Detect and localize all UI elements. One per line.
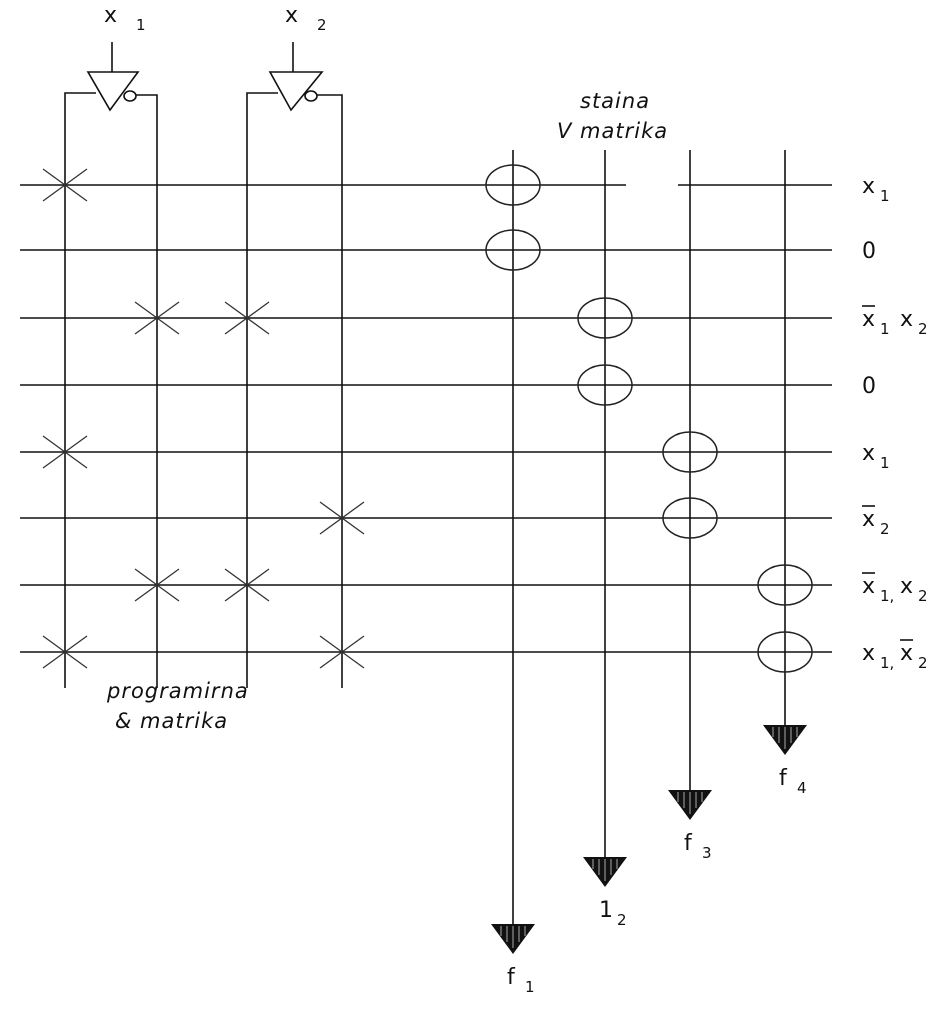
- and-matrix-label-line1: programirna: [106, 679, 249, 703]
- term-label: x: [862, 574, 875, 599]
- and-connection-cross-icon: [42, 168, 88, 202]
- and-connection-cross-icon: [42, 435, 88, 469]
- or-matrix-label-line2: V matrika: [557, 119, 668, 143]
- output-subscript: 4: [797, 779, 807, 797]
- term-subscript: 1,: [880, 587, 894, 605]
- or-connection-circle-icon: [757, 631, 813, 673]
- output-label: 1: [599, 898, 613, 923]
- term-label: x: [862, 174, 875, 199]
- output-label: f: [684, 831, 693, 856]
- input-label: x: [104, 3, 117, 28]
- input-subscript: 1: [136, 16, 146, 34]
- and-connection-cross-icon: [134, 301, 180, 335]
- output-label: f: [507, 965, 516, 990]
- true-literal-wire: [246, 92, 278, 688]
- labels: staina V matrika programirna & matrika x…: [104, 3, 928, 996]
- output-label: f: [779, 766, 788, 791]
- term-label: x: [862, 641, 875, 666]
- term-subscript: 2: [918, 320, 928, 338]
- true-literal-wire: [64, 92, 96, 688]
- or-matrix-label-line1: staina: [580, 89, 650, 113]
- term-label: 0: [862, 374, 876, 399]
- complement-literal-wire: [136, 94, 158, 688]
- wires: [20, 42, 832, 954]
- or-connection-circle-icon: [662, 497, 718, 539]
- input-label: x: [285, 3, 298, 28]
- output-subscript: 1: [525, 978, 535, 996]
- inverter-buffer-icon: [268, 71, 324, 112]
- and-connection-cross-icon: [224, 568, 270, 602]
- input-subscript: 2: [317, 16, 327, 34]
- or-connection-circle-icon: [757, 564, 813, 606]
- inverter-bubble-icon: [304, 90, 318, 102]
- inverter-buffer-icon: [86, 71, 140, 112]
- inverter-bubble-icon: [123, 90, 137, 102]
- and-connection-cross-icon: [42, 635, 88, 669]
- term-label: x: [900, 574, 913, 599]
- term-label: x: [862, 307, 875, 332]
- or-connection-circle-icon: [485, 229, 541, 271]
- complement-literal-wire: [317, 94, 343, 688]
- term-label: x: [862, 507, 875, 532]
- output-subscript: 3: [702, 844, 712, 862]
- or-connection-circle-icon: [485, 164, 541, 206]
- term-subscript: 2: [918, 587, 928, 605]
- and-connection-cross-icon: [319, 635, 365, 669]
- term-subscript: 1: [880, 454, 890, 472]
- output-subscript: 2: [617, 911, 627, 929]
- or-connection-circle-icon: [577, 297, 633, 339]
- and-matrix-label-line2: & matrika: [115, 709, 228, 733]
- or-connection-circle-icon: [577, 364, 633, 406]
- term-subscript: 1: [880, 320, 890, 338]
- and-connection-cross-icon: [134, 568, 180, 602]
- connection-marks: [42, 164, 813, 673]
- term-subscript: 2: [880, 520, 890, 538]
- term-label: x: [862, 441, 875, 466]
- and-connection-cross-icon: [224, 301, 270, 335]
- term-label: x: [900, 307, 913, 332]
- term-label: x: [900, 641, 913, 666]
- or-connection-circle-icon: [662, 431, 718, 473]
- term-subscript: 1,: [880, 654, 894, 672]
- term-subscript: 1: [880, 187, 890, 205]
- and-connection-cross-icon: [319, 501, 365, 535]
- term-label: 0: [862, 239, 876, 264]
- term-subscript: 2: [918, 654, 928, 672]
